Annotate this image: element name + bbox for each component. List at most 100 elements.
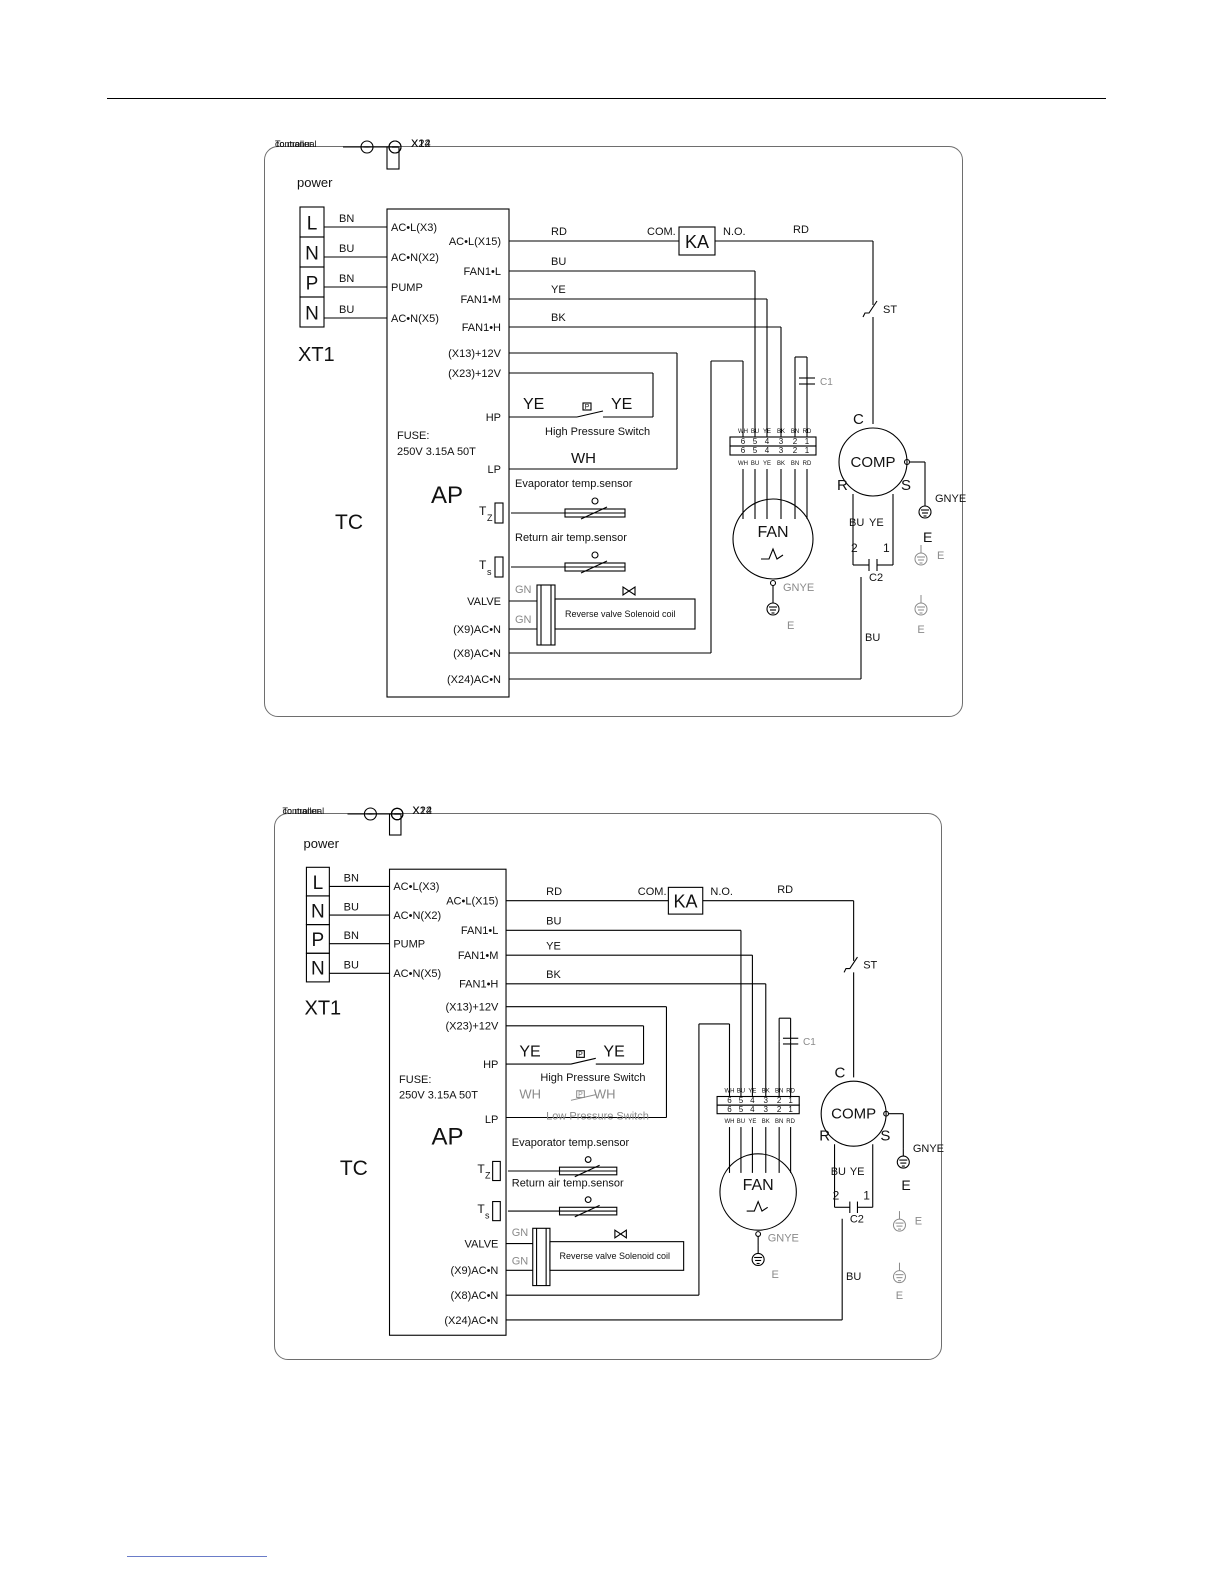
fan-pin-bottom: 1	[805, 446, 810, 455]
fan-earth: E	[772, 1269, 779, 1281]
valve-solenoid	[554, 598, 696, 630]
hp-label: High Pressure Switch	[540, 1072, 645, 1084]
tz-label: T	[477, 1162, 485, 1176]
switch-st	[843, 956, 858, 973]
board-left-pin: AC•N(X2)	[391, 252, 439, 264]
comp-r: R	[819, 1127, 830, 1144]
board-right-pin: FAN1•H	[462, 322, 501, 334]
fan-pin-top: 3	[779, 437, 784, 446]
tc-label: TC	[335, 511, 363, 534]
supply-wire-color: BN	[339, 273, 354, 285]
manual-label-0: To manual	[275, 139, 317, 149]
board-right-pin: (X9)AC•N	[453, 624, 501, 636]
board-right-pin: AC•L(X15)	[449, 236, 501, 248]
ts-thermistor-node	[591, 551, 599, 559]
earth-icon	[896, 1155, 910, 1169]
fan-pin-bottom: 4	[765, 446, 770, 455]
board-left-pin: PUMP	[393, 939, 425, 951]
ts-label: T	[477, 1202, 485, 1216]
tz-thermistor-node	[591, 497, 599, 505]
comp-pin1: 1	[863, 1189, 870, 1203]
valve-icon	[622, 585, 636, 597]
x24-wire-color: BU	[865, 632, 880, 644]
supply-wire-color: BN	[339, 213, 354, 225]
ts-connector	[494, 556, 504, 578]
control-board-ap	[388, 868, 507, 1336]
supply-wire-color: BU	[339, 243, 354, 255]
fan-wire-color: BU	[551, 256, 566, 268]
port-x14	[388, 813, 402, 836]
fuse-rating: 250V 3.15A 50T	[397, 446, 476, 458]
valve-icon	[614, 1229, 627, 1239]
wire-color-rd: RD	[546, 886, 562, 898]
left-port-label: X14	[412, 805, 432, 817]
fan-pin-top: 1	[805, 437, 810, 446]
control-board-ap	[386, 208, 510, 698]
fuse-rating: 250V 3.15A 50T	[399, 1089, 478, 1101]
manual-label-1: controller	[275, 139, 312, 149]
hp-p: P	[578, 1051, 583, 1058]
fan-color-bottom: BK	[762, 1119, 770, 1125]
comp-pin1: 1	[883, 541, 890, 555]
hp-ye-right: YE	[611, 396, 632, 413]
fan-label: FAN	[743, 1177, 774, 1194]
terminal-label: L	[307, 214, 318, 235]
left-port-label: X1	[411, 138, 424, 150]
earth-icon	[751, 1252, 765, 1267]
fan-gnye: GNYE	[768, 1233, 799, 1245]
ts-sub: s	[485, 1211, 490, 1221]
power-label: power	[304, 836, 340, 851]
extra-earth-0: E	[937, 550, 944, 562]
fan-color-top: RD	[803, 429, 812, 435]
fan-pin-top: 2	[793, 437, 798, 446]
lp-switch-blade	[570, 1094, 596, 1101]
fan-pin-bottom: 3	[764, 1105, 769, 1114]
switch-st-label: ST	[883, 304, 897, 316]
fan-color-bottom: WH	[724, 1119, 734, 1125]
valve-gn1: GN	[512, 1227, 529, 1239]
fan-pin-bottom: 2	[777, 1105, 782, 1114]
fan-color-bottom: RD	[803, 461, 812, 467]
board-right-pin: FAN1•M	[458, 950, 499, 962]
earth-icon	[914, 602, 928, 616]
earth-icon	[892, 1270, 906, 1284]
earth-icon	[914, 552, 928, 566]
board-right-pin: FAN1•M	[460, 294, 501, 306]
wire-color-rd2: RD	[793, 224, 809, 236]
fan-color-bottom: BN	[775, 1119, 783, 1125]
valve-coil-box	[536, 584, 556, 646]
ts-thermistor-icon	[574, 1204, 600, 1218]
wiring-diagram-1-svg: powerLNPNXT1BNAC•L(X3)BUAC•N(X2)BNPUMPBU…	[265, 138, 966, 698]
comp-r: R	[837, 477, 848, 494]
fan-ground-node	[769, 579, 777, 587]
earth-icon	[892, 1218, 906, 1232]
comp-bu: BU	[831, 1166, 846, 1178]
terminal-label: L	[313, 873, 324, 894]
hp-switch-blade	[576, 410, 604, 418]
fan-pin-top: 3	[764, 1096, 769, 1105]
board-left-pin: AC•L(X3)	[393, 881, 439, 893]
ts-thermistor-icon	[580, 560, 608, 574]
fan-pin-bottom: 4	[750, 1105, 755, 1114]
valve-solenoid	[549, 1241, 685, 1271]
fan-color-top: YE	[748, 1089, 756, 1095]
supply-wire-color: BU	[344, 901, 359, 913]
terminal-3	[299, 296, 325, 328]
fan-pin-top: 6	[727, 1096, 732, 1105]
lp-label: Low Pressure Switch	[546, 1110, 649, 1122]
earth-icon	[360, 140, 374, 154]
board-right-pin: (X13)+12V	[445, 1002, 499, 1014]
ts-label: T	[479, 558, 487, 572]
hp-switch-box	[576, 1050, 585, 1058]
fan-motor	[732, 498, 814, 580]
extra-earth-1: E	[917, 624, 924, 636]
fan-wire-color: YE	[551, 284, 566, 296]
board-right-pin: (X8)AC•N	[453, 648, 501, 660]
board-right-pin: FAN1•L	[464, 266, 501, 278]
fan-color-bottom: BU	[737, 1119, 745, 1125]
terminal-label: N	[311, 901, 325, 922]
fan-color-top: WH	[738, 429, 748, 435]
fan-color-top: WH	[724, 1089, 734, 1095]
fan-color-bottom: YE	[763, 461, 771, 467]
